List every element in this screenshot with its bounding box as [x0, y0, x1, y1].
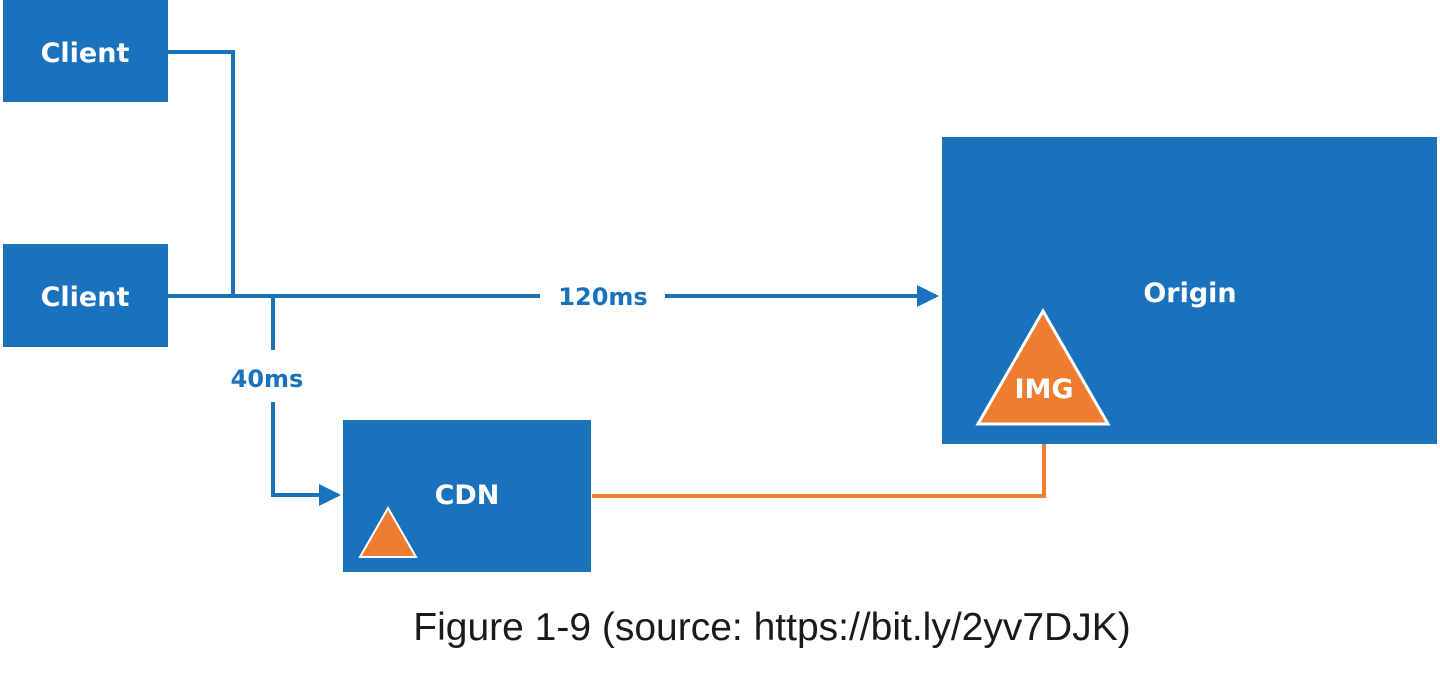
figure-caption: Figure 1-9 (source: https://bit.ly/2yv7D…	[413, 606, 1130, 649]
client-bottom-node: Client	[3, 244, 168, 347]
connectors	[168, 50, 1046, 506]
client-bottom-label: Client	[41, 282, 130, 313]
cdn-cached-asset-icon	[358, 505, 418, 558]
client-top-node: Client	[3, 0, 168, 102]
asset-label: IMG	[1014, 374, 1073, 405]
cdn-origin-fetch-line	[592, 422, 1046, 498]
client-bottom-box	[3, 244, 168, 347]
origin-label: Origin	[1143, 278, 1236, 309]
client-top-box	[3, 0, 168, 102]
client-top-label: Client	[41, 38, 130, 69]
latency-to-origin-label: 120ms	[558, 283, 647, 311]
client-top-connector	[168, 50, 235, 296]
cdn-label: CDN	[435, 480, 500, 511]
origin-node: Origin IMG	[942, 137, 1437, 444]
path-to-cdn-lower	[271, 402, 341, 506]
latency-to-cdn-label: 40ms	[231, 365, 304, 393]
cdn-node: CDN	[343, 420, 591, 572]
origin-image-asset-icon	[975, 307, 1111, 426]
